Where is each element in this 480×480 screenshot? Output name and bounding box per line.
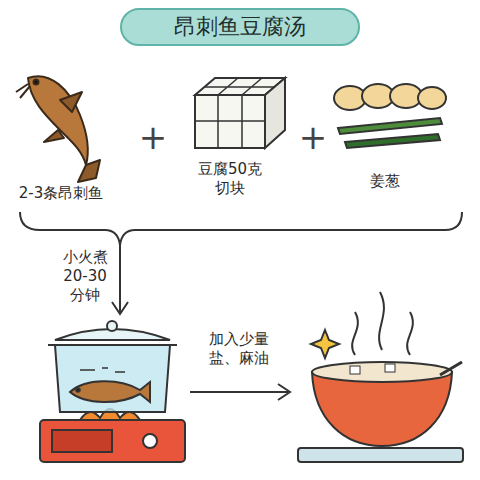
ginger-scallion-drawing: [334, 84, 446, 148]
pot-drawing: [40, 321, 185, 462]
tofu-drawing: [195, 78, 285, 148]
step-note: 加入少量 盐、麻油: [204, 330, 274, 368]
plus-sign: +: [135, 120, 171, 154]
ingredient-label: 姜葱: [350, 172, 420, 191]
step-note: 小火煮 20-30 分钟: [60, 248, 110, 304]
plus-sign: +: [295, 120, 331, 154]
fish-drawing: [16, 76, 100, 182]
ingredient-label: 豆腐50克 切块: [185, 160, 275, 198]
bracket: [20, 212, 462, 314]
title-banner: 昂刺鱼豆腐汤: [120, 8, 360, 46]
arrow-right: [190, 384, 290, 400]
ingredient-label: 2-3条昂刺鱼: [6, 184, 116, 203]
bowl-drawing: [298, 292, 463, 462]
